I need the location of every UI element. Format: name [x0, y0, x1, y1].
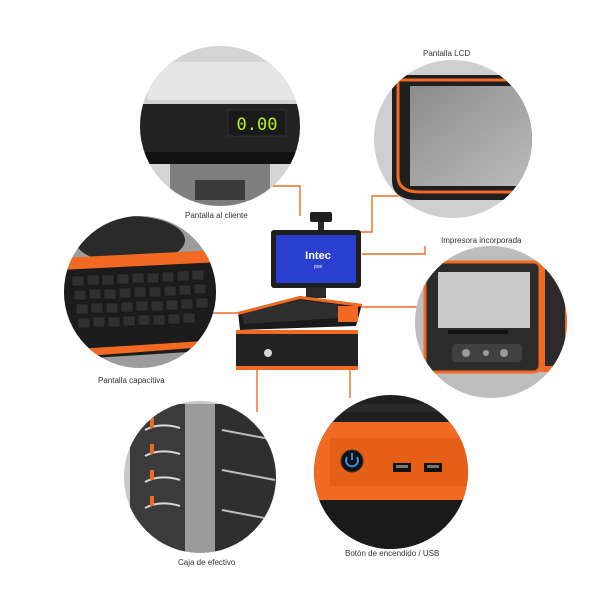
- label-touch-screen: Pantalla capacitiva: [98, 376, 165, 385]
- coin-clips: [144, 424, 181, 509]
- connector-printer: [362, 246, 426, 255]
- customer-display-unit: [310, 212, 332, 222]
- customer-display-closeup: 0.00: [140, 46, 300, 206]
- monitor-screen: [276, 235, 356, 283]
- label-customer-display: Pantalla al cliente: [185, 211, 248, 220]
- connector-lcd: [358, 195, 410, 233]
- lcd-screen-closeup: [374, 60, 532, 218]
- power-usb-closeup: [314, 395, 468, 549]
- label-lcd-screen: Pantalla LCD: [423, 49, 471, 58]
- power-icon: [340, 449, 364, 473]
- touch-keyboard-closeup: [64, 216, 216, 368]
- orange-function-keys: [75, 252, 197, 264]
- printer-closeup: [415, 246, 567, 398]
- usb-port-icon: [393, 463, 442, 472]
- label-built-in-printer: Impresora incorporada: [441, 236, 522, 245]
- cash-drawer-closeup: [124, 401, 276, 553]
- connector-customer: [268, 185, 301, 216]
- cash-drawer-unit: [236, 330, 358, 370]
- label-power-usb: Botón de encendido / USB: [345, 549, 440, 558]
- monitor-brand-name: Intec: [305, 250, 331, 262]
- customer-display-reading: 0.00: [237, 115, 278, 135]
- pos-terminal: Intec pos: [236, 212, 362, 370]
- monitor-brand-sub: pos: [314, 264, 323, 270]
- keyboard-keys: [71, 269, 209, 329]
- coin-dividers: [150, 418, 154, 506]
- label-cash-drawer: Caja de efectivo: [178, 558, 236, 567]
- printer-block: [338, 306, 358, 322]
